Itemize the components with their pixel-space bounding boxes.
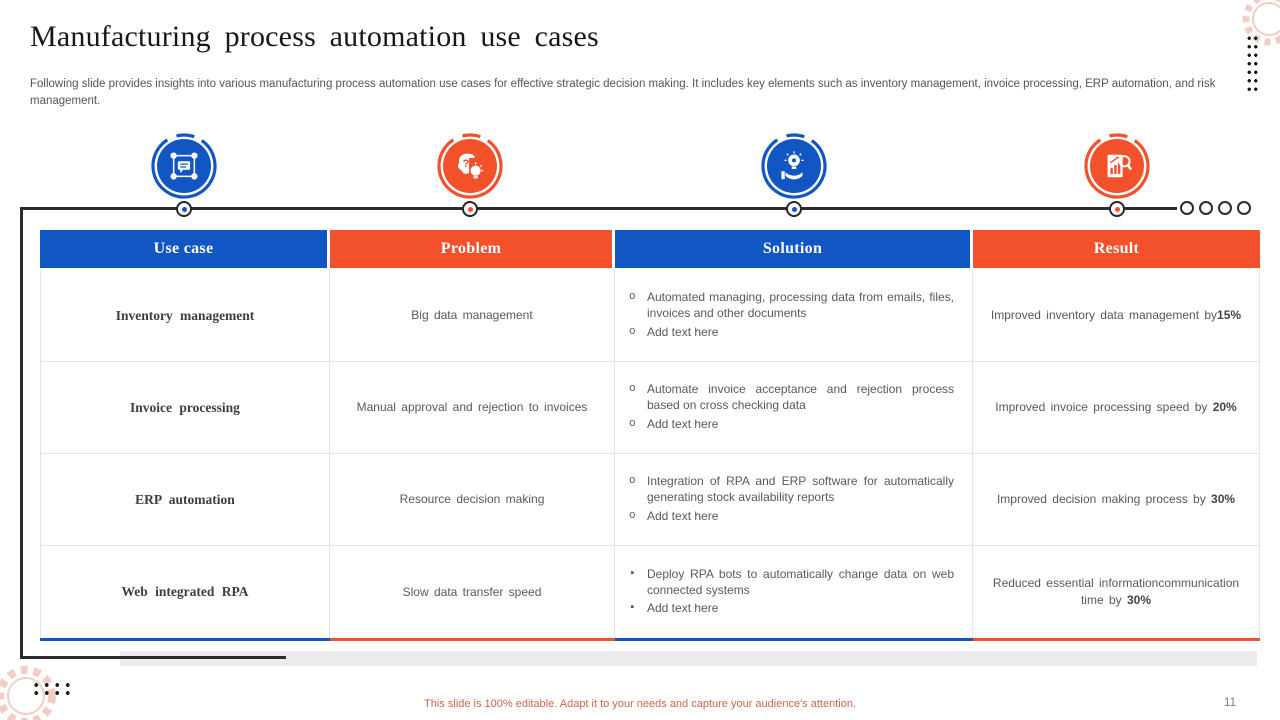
- problem-text: Big data management: [411, 308, 533, 323]
- table-bottom-accent: [973, 638, 1260, 641]
- gear-decoration-top-right: [1242, 0, 1280, 46]
- timeline-line: [20, 207, 1177, 210]
- result-cell: Reduced essential informationcommunicati…: [973, 546, 1260, 638]
- bullet: o: [629, 417, 636, 430]
- result-text: Improved invoice processing speed by 20%: [979, 399, 1252, 416]
- result-cell: Improved invoice processing speed by 20%: [973, 362, 1260, 454]
- problem-cell: Manual approval and rejection to invoice…: [330, 362, 615, 454]
- solution-cell: ▪ Deploy RPA bots to automatically chang…: [615, 546, 973, 638]
- hand-holding-bulb-icon: [767, 139, 821, 193]
- timeline-end-circle: [1218, 201, 1232, 215]
- result-text: Improved decision making process by 30%: [981, 491, 1251, 508]
- use-case-cell: Inventory management: [40, 270, 330, 362]
- problem-cell: Big data management: [330, 270, 615, 362]
- timeline-marker: [1109, 201, 1125, 217]
- slide-subtitle: Following slide provides insights into v…: [30, 78, 1216, 107]
- icon-ring: [761, 133, 827, 199]
- bullet: ▪: [629, 602, 636, 615]
- dots-decoration-top-right: [1246, 34, 1259, 92]
- solution-item: ▪ Deploy RPA bots to automatically chang…: [623, 567, 962, 599]
- timeline-end-circle: [1237, 201, 1251, 215]
- result-prefix: Improved invoice processing speed by: [995, 400, 1213, 415]
- page-number: 11: [1224, 697, 1236, 709]
- svg-text:?: ?: [462, 158, 469, 170]
- use-case-cell: Web integrated RPA: [40, 546, 330, 638]
- solution-cell: o Automate invoice acceptance and reject…: [615, 362, 973, 454]
- solution-text: Automated managing, processing data from…: [647, 290, 954, 321]
- report-analysis-icon: [1090, 139, 1144, 193]
- solution-text: Deploy RPA bots to automatically change …: [647, 566, 954, 597]
- solution-text: Integration of RPA and ERP software for …: [647, 474, 954, 505]
- solution-text: Automate invoice acceptance and rejectio…: [647, 382, 954, 413]
- page-title: Manufacturing process automation use cas…: [30, 20, 599, 53]
- bullet: o: [629, 325, 636, 338]
- solution-text: Add text here: [647, 508, 719, 523]
- column-header-use-case: Use case: [40, 230, 330, 270]
- use-case-cell: Invoice processing: [40, 362, 330, 454]
- solution-text: Add text here: [647, 416, 719, 431]
- editable-note: This slide is 100% editable. Adapt it to…: [424, 698, 856, 710]
- timeline-marker: [176, 201, 192, 217]
- timeline-marker: [462, 201, 478, 217]
- result-prefix: Improved inventory data management by: [990, 308, 1218, 323]
- timeline-end-circle: [1199, 201, 1213, 215]
- use-case-label: ERP automation: [135, 491, 235, 507]
- icon-ring: [1084, 133, 1150, 199]
- result-value: 15%: [1217, 308, 1242, 323]
- bullet: o: [629, 291, 636, 304]
- column-header-problem: Problem: [330, 230, 615, 270]
- result-value: 20%: [1212, 400, 1237, 415]
- use-case-label: Invoice processing: [130, 399, 240, 415]
- table-shadow-bar: [120, 651, 1257, 666]
- result-prefix: Improved decision making process by: [996, 492, 1212, 507]
- use-case-cell: ERP automation: [40, 454, 330, 546]
- bullet: ▪: [629, 567, 636, 580]
- result-cell: Improved decision making process by 30%: [973, 454, 1260, 546]
- result-value: 30%: [1211, 492, 1236, 507]
- solution-item: o Add text here: [623, 325, 962, 341]
- solution-item: o Add text here: [623, 417, 962, 433]
- problem-cell: Slow data transfer speed: [330, 546, 615, 638]
- column-header-result: Result: [973, 230, 1260, 270]
- solution-item: o Automate invoice acceptance and reject…: [623, 382, 962, 414]
- result-value: 30%: [1126, 593, 1152, 607]
- team-network-icon: [157, 139, 211, 193]
- icon-ring: [437, 133, 503, 199]
- solution-item: ▪ Add text here: [623, 601, 962, 617]
- result-text: Reduced essential informationcommunicati…: [973, 575, 1259, 609]
- solution-item: o Integration of RPA and ERP software fo…: [623, 474, 962, 506]
- use-case-label: Inventory management: [115, 307, 255, 323]
- solution-item: o Add text here: [623, 509, 962, 525]
- problem-cell: Resource decision making: [330, 454, 615, 546]
- table-bottom-accent: [615, 638, 973, 641]
- icon-ring: [151, 133, 217, 199]
- problem-text: Resource decision making: [399, 492, 545, 507]
- result-text: Improved inventory data management by15%: [975, 307, 1257, 324]
- brain-idea-icon: ?: [443, 139, 497, 193]
- solution-cell: o Automated managing, processing data fr…: [615, 270, 973, 362]
- use-case-label: Web integrated RPA: [121, 584, 249, 599]
- solution-item: o Automated managing, processing data fr…: [623, 290, 962, 322]
- frame-left-line: [20, 207, 23, 659]
- use-case-table: Use case Problem Solution Result Invento…: [40, 230, 1260, 641]
- bullet: o: [629, 475, 636, 488]
- solution-text: Add text here: [647, 324, 719, 339]
- dots-decoration-bottom-left: [31, 681, 73, 697]
- bullet: o: [629, 383, 636, 396]
- problem-text: Manual approval and rejection to invoice…: [356, 400, 588, 415]
- table-bottom-accent: [330, 638, 615, 641]
- frame-bottom-line: [20, 656, 286, 659]
- solution-text: Add text here: [647, 601, 719, 616]
- problem-text: Slow data transfer speed: [402, 584, 542, 599]
- bullet: o: [629, 509, 636, 522]
- solution-cell: o Integration of RPA and ERP software fo…: [615, 454, 973, 546]
- result-prefix: Reduced essential informationcommunicati…: [992, 576, 1240, 607]
- timeline-marker: [786, 201, 802, 217]
- column-header-solution: Solution: [615, 230, 973, 270]
- table-bottom-accent: [40, 638, 330, 641]
- result-cell: Improved inventory data management by15%: [973, 270, 1260, 362]
- timeline-end-circle: [1180, 201, 1194, 215]
